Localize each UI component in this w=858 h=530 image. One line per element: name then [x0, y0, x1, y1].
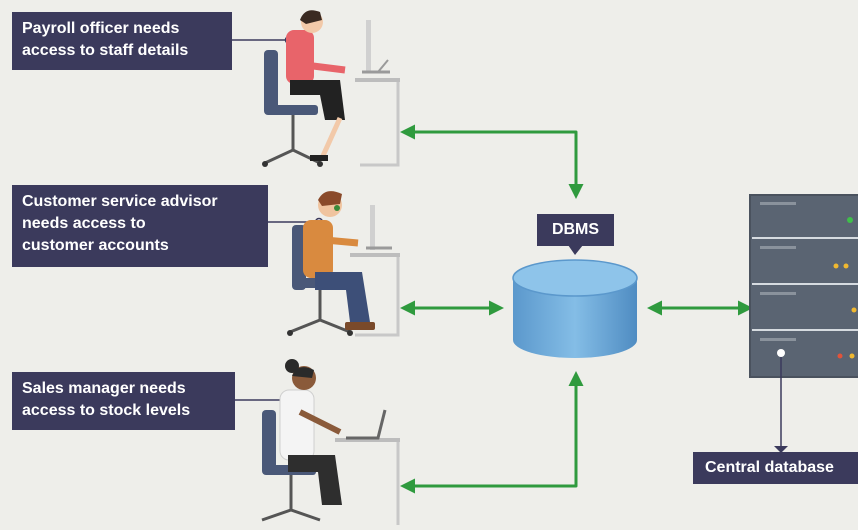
payroll-officer-icon: [262, 10, 400, 167]
arrow-payroll-dbms: [400, 124, 584, 199]
dbms-label: DBMS: [537, 214, 614, 246]
customer-advisor-icon: [287, 191, 400, 337]
sales-manager-callout: Sales manager needs access to stock leve…: [12, 372, 235, 430]
central-database-label: Central database: [693, 452, 858, 484]
dbms-label-pointer: [568, 245, 583, 255]
database-cylinder-icon: [512, 259, 638, 358]
connector-arrows: [400, 124, 753, 494]
arrow-sales-dbms: [400, 371, 584, 494]
server-rack-icon: [749, 194, 858, 446]
payroll-officer-callout: Payroll officer needs access to staff de…: [12, 12, 232, 70]
customer-service-callout: Customer service advisor needs access to…: [12, 185, 268, 267]
central-label-pointer: [774, 446, 788, 453]
sales-manager-icon: [261, 359, 400, 525]
